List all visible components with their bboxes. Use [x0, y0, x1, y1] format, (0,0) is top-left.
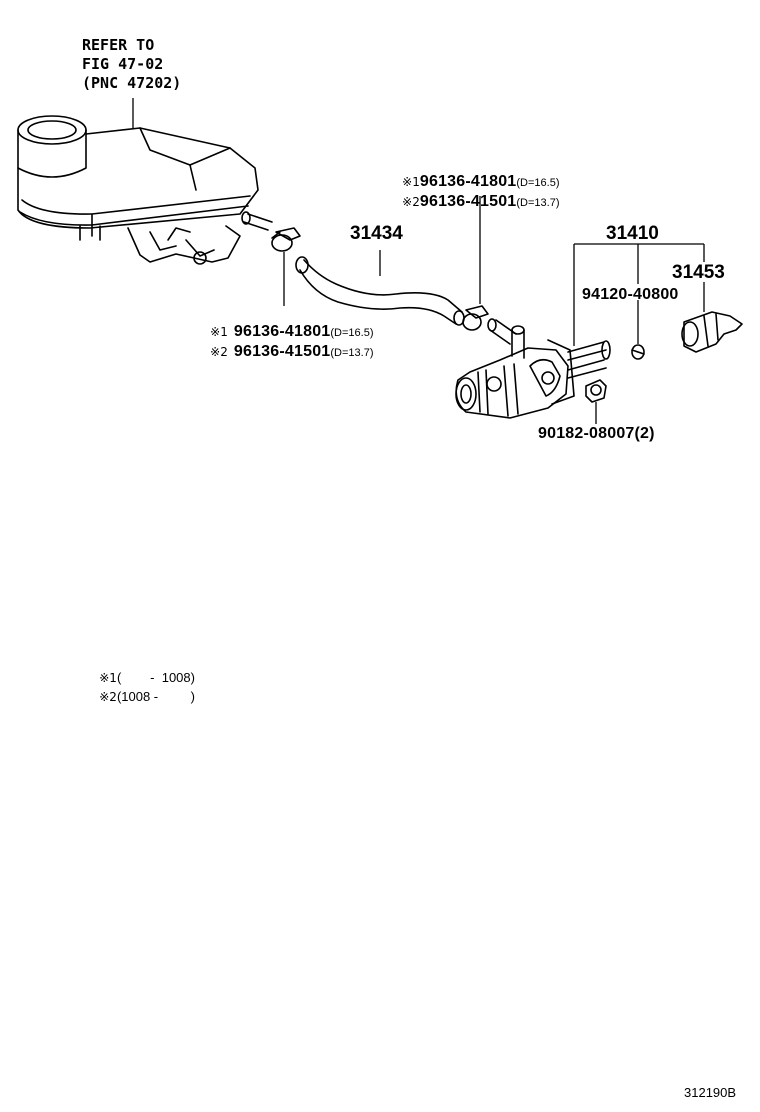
figure-code: 312190B [684, 1085, 737, 1100]
reservoir-outlet-pipe [241, 211, 273, 231]
part-number-bleeder-plug[interactable]: 94120-40800 [582, 286, 679, 303]
boot-illustration [681, 311, 743, 353]
clamp-upper-row-2: ※296136-41501(D=13.7) [392, 177, 560, 210]
clamp-lower-spec-2: (D=13.7) [330, 347, 374, 359]
hose-clamp-left [271, 227, 301, 252]
clamp-upper-number-2[interactable]: 96136-41501 [419, 193, 517, 210]
clamp-lower-row-2: ※2 96136-41501(D=13.7) [200, 327, 374, 360]
refer-note-line1: REFER TO [82, 36, 155, 54]
refer-note-line2: FIG 47-02 [82, 55, 164, 73]
legend-row-1: ※1( - 1008) [92, 658, 195, 684]
part-number-cylinder[interactable]: 31410 [606, 223, 659, 244]
part-number-nut[interactable]: 90182-08007(2) [538, 425, 655, 442]
clamp-upper-spec-2: (D=13.7) [516, 197, 560, 209]
clamp-lower-spec-1: (D=16.5) [330, 327, 374, 339]
nut-illustration [585, 379, 607, 403]
clamp-lower-mark-2: ※2 [210, 345, 228, 359]
clamp-upper-spec-1: (D=16.5) [516, 177, 560, 189]
clamp-lower-number-1[interactable]: 96136-41801 [233, 323, 331, 340]
clamp-upper-mark-2: ※2 [402, 195, 420, 209]
clamp-upper-mark-1: ※1 [402, 175, 420, 189]
part-number-boot[interactable]: 31453 [672, 262, 725, 283]
clamp-lower-number-2[interactable]: 96136-41501 [233, 343, 331, 360]
clamp-upper-number-1[interactable]: 96136-41801 [419, 173, 517, 190]
clamp-lower-mark-1: ※1 [210, 325, 228, 339]
part-number-hose[interactable]: 31434 [350, 223, 403, 244]
clamp-lower-row-1: ※1 96136-41801(D=16.5) [200, 307, 374, 340]
clamp-upper-row-1: ※196136-41801(D=16.5) [392, 157, 560, 190]
legend-mark-2: ※2 [99, 690, 117, 704]
legend-text-1: ( - 1008) [116, 670, 195, 685]
legend-row-2: ※2(1008 - ) [92, 677, 195, 703]
leader-lines [132, 98, 705, 424]
hose-illustration [295, 256, 465, 326]
master-cylinder-illustration [455, 318, 611, 419]
bleeder-plug-illustration [631, 344, 645, 360]
legend-mark-1: ※1 [99, 671, 117, 685]
hose-clamp-right [462, 305, 489, 331]
reservoir-tank-illustration [17, 115, 259, 265]
legend-text-2: (1008 - ) [116, 689, 195, 704]
refer-note-line3: (PNC 47202) [82, 74, 182, 92]
